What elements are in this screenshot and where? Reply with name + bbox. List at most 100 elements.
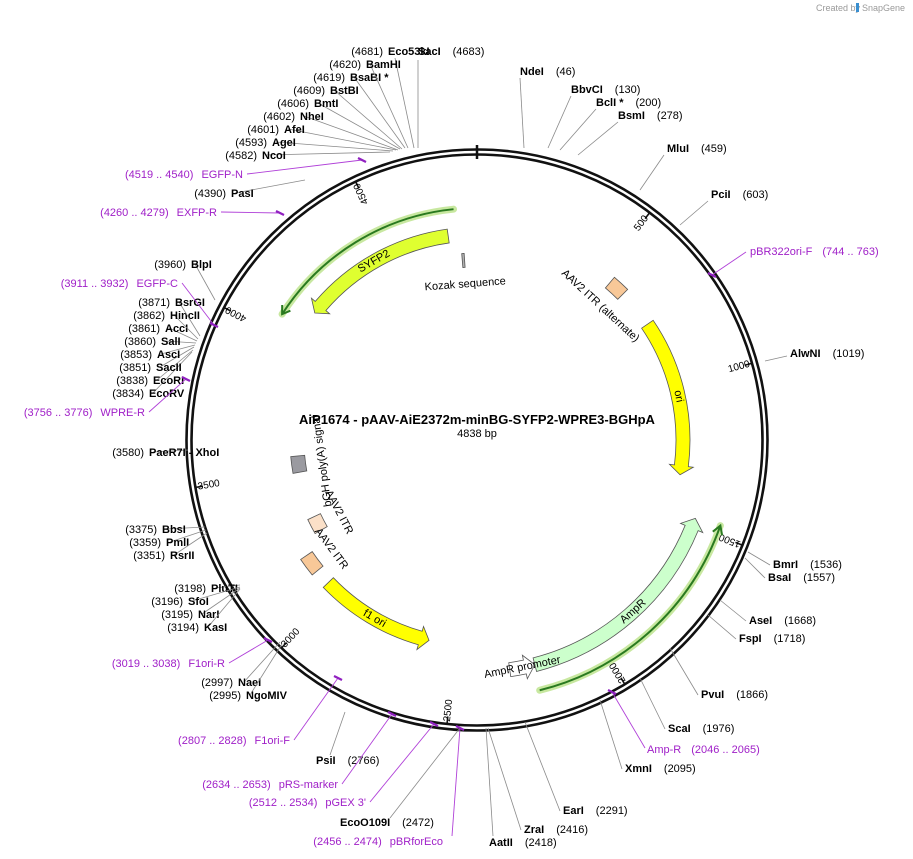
site-position: (3862)	[133, 310, 165, 322]
feature-label-ampr-promoter: AmpR promoter	[483, 654, 562, 681]
site-pcii[interactable]: PciI(603)	[711, 189, 768, 201]
site-acci[interactable]: AccI(3861)	[128, 323, 188, 335]
feature-label-ori: ori	[671, 389, 685, 404]
site-leader-line	[329, 711, 346, 756]
scale-tick-mark	[280, 641, 288, 649]
site-nari[interactable]: NarI(3195)	[161, 609, 219, 621]
site-zrai[interactable]: ZraI(2416)	[524, 824, 588, 836]
site-ngomiv[interactable]: NgoMIV(2995)	[209, 690, 287, 702]
site-paer7i-xhoi[interactable]: PaeR7I - XhoI(3580)	[112, 447, 219, 459]
site-xmni[interactable]: XmnI(2095)	[625, 763, 696, 775]
site-ncoi[interactable]: NcoI(4582)	[225, 150, 286, 162]
primer-egfp-n[interactable]: EGFP-N(4519 .. 4540)	[125, 169, 243, 181]
site-ecorv[interactable]: EcoRV(3834)	[112, 388, 185, 400]
primer-f1ori-f[interactable]: F1ori-F(2807 .. 2828)	[178, 735, 290, 747]
site-ndei[interactable]: NdeI(46)	[520, 66, 575, 78]
site-pvui[interactable]: PvuI(1866)	[701, 689, 768, 701]
site-ecori[interactable]: EcoRI(3838)	[116, 375, 184, 387]
site-name: BbsI	[162, 524, 186, 536]
site-rsrii[interactable]: RsrII(3351)	[133, 550, 194, 562]
site-pmli[interactable]: PmlI(3359)	[129, 537, 189, 549]
site-asei[interactable]: AseI(1668)	[749, 615, 816, 627]
primer-binding-mark	[357, 157, 367, 163]
site-name: PsiI	[316, 755, 336, 767]
feature-aav2-itr-1[interactable]	[300, 551, 324, 576]
site-blpi[interactable]: BlpI(3960)	[154, 259, 212, 271]
site-bsabi[interactable]: BsaBI *(4619)	[313, 72, 389, 84]
feature-ori[interactable]	[641, 319, 695, 476]
site-bsai[interactable]: BsaI(1557)	[768, 572, 835, 584]
feature-ampr-promoter[interactable]	[508, 654, 536, 680]
site-name: KasI	[204, 622, 227, 634]
primer-egfp-c[interactable]: EGFP-C(3911 .. 3932)	[61, 278, 178, 290]
site-bbsi[interactable]: BbsI(3375)	[125, 524, 186, 536]
site-position: (200)	[636, 97, 662, 109]
primer-range: (3756 .. 3776)	[24, 407, 93, 419]
feature-kozak-sequence[interactable]	[461, 253, 466, 269]
site-nhei[interactable]: NheI(4602)	[263, 111, 324, 123]
site-position: (4619)	[313, 72, 345, 84]
primer-pbr322ori-f[interactable]: pBR322ori-F(744 .. 763)	[750, 246, 879, 258]
site-afei[interactable]: AfeI(4601)	[247, 124, 305, 136]
site-name: PaeR7I - XhoI	[149, 447, 219, 459]
site-position: (2766)	[348, 755, 380, 767]
site-psii[interactable]: PsiI (2766)	[316, 755, 379, 767]
primer-binding-mark	[455, 725, 465, 731]
site-eari[interactable]: EarI(2291)	[563, 805, 628, 817]
site-name: PciI	[711, 189, 731, 201]
site-naei[interactable]: NaeI(2997)	[201, 677, 261, 689]
site-fspi[interactable]: FspI(1718)	[739, 633, 805, 645]
site-pluti[interactable]: PluTI(3198)	[174, 583, 238, 595]
site-ecoo109i[interactable]: EcoO109I(2472)	[340, 817, 434, 829]
site-bbvci[interactable]: BbvCI(130)	[571, 84, 640, 96]
feature-aav2-itr-2[interactable]	[307, 513, 328, 535]
site-bmri[interactable]: BmrI(1536)	[773, 559, 842, 571]
site-name: BsrGI	[175, 297, 205, 309]
primer-pbrforeco[interactable]: pBRforEco(2456 .. 2474)	[313, 836, 443, 848]
primer-prs-marker[interactable]: pRS-marker(2634 .. 2653)	[202, 779, 338, 791]
site-position: (1536)	[810, 559, 842, 571]
site-position: (1557)	[803, 572, 835, 584]
primer-pgex-3[interactable]: pGEX 3'(2512 .. 2534)	[249, 797, 366, 809]
site-position: (3195)	[161, 609, 193, 621]
site-pasi[interactable]: PasI(4390)	[194, 188, 253, 200]
site-alwni[interactable]: AlwNI(1019)	[790, 348, 864, 360]
site-aatii[interactable]: AatII(2418)	[489, 837, 557, 849]
site-mlui[interactable]: MluI(459)	[667, 143, 727, 155]
site-bsrgi[interactable]: BsrGI(3871)	[138, 297, 205, 309]
site-sali[interactable]: SalI(3860)	[124, 336, 180, 348]
site-bmti[interactable]: BmtI(4606)	[277, 98, 338, 110]
feature-bgh-poly-a-signal[interactable]	[290, 454, 308, 474]
feature-aav2-itr-alternate[interactable]	[604, 276, 629, 300]
primer-binding-mark	[707, 272, 717, 278]
site-bcli[interactable]: BclI * (200)	[596, 97, 661, 109]
orf-arc	[281, 208, 454, 315]
site-asci[interactable]: AscI(3853)	[120, 349, 180, 361]
site-sacii[interactable]: SacII(3851)	[119, 362, 181, 374]
primer-amp-r[interactable]: Amp-R(2046 .. 2065)	[647, 744, 760, 756]
site-name: AlwNI	[790, 348, 821, 360]
site-name: PvuI	[701, 689, 724, 701]
primer-exfp-r[interactable]: EXFP-R(4260 .. 4279)	[100, 207, 217, 219]
site-kasi[interactable]: KasI(3194)	[167, 622, 227, 634]
feature-syfp2[interactable]	[310, 228, 450, 315]
site-hincii[interactable]: HincII(3862)	[133, 310, 200, 322]
site-bamhi[interactable]: BamHI(4620)	[329, 59, 401, 71]
site-agei[interactable]: AgeI(4593)	[235, 137, 296, 149]
feature-f1-ori[interactable]	[322, 577, 430, 651]
primer-f1ori-r[interactable]: F1ori-R(3019 .. 3038)	[112, 658, 225, 670]
site-sfoi[interactable]: SfoI(3196)	[151, 596, 209, 608]
site-scai[interactable]: ScaI(1976)	[668, 723, 734, 735]
site-eco53ki[interactable]: Eco53kI(4681)	[351, 46, 429, 58]
feature-ampr[interactable]	[532, 517, 704, 672]
site-bsmi[interactable]: BsmI(278)	[618, 110, 683, 122]
site-leader-line	[194, 263, 216, 301]
primer-wpre-r[interactable]: WPRE-R(3756 .. 3776)	[24, 407, 145, 419]
site-leader-line	[679, 200, 709, 226]
site-name: BstBI	[330, 85, 359, 97]
site-bstbi[interactable]: BstBI(4609)	[293, 85, 359, 97]
primer-binding-mark	[209, 322, 219, 328]
primer-binding-mark	[429, 721, 439, 727]
site-saci[interactable]: SacI(4683)	[418, 46, 484, 58]
site-name: BclI *	[596, 97, 624, 109]
